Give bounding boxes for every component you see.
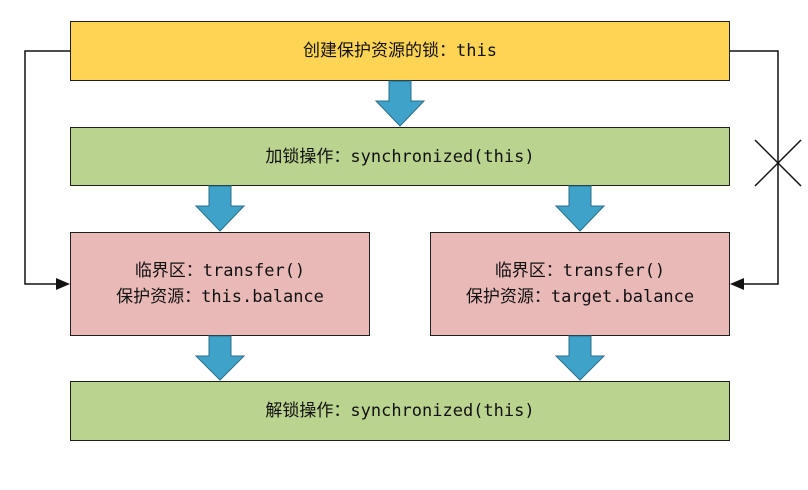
flow-arrow-mid-right-icon — [554, 185, 606, 232]
critical-section-right-resource: 保护资源：target.balance — [465, 287, 695, 307]
critical-section-right-title: 临界区：transfer() — [494, 261, 666, 281]
flow-arrow-bottom-right-icon — [554, 335, 606, 381]
flow-arrow-mid-left-icon — [194, 185, 246, 232]
create-lock-label: 创建保护资源的锁：this — [303, 41, 497, 61]
lock-operation-label: 加锁操作：synchronized(this) — [265, 146, 535, 167]
critical-section-left-resource: 保护资源：this.balance — [116, 287, 324, 307]
create-lock-box: 创建保护资源的锁：this — [70, 21, 730, 81]
critical-section-left-box: 临界区：transfer() 保护资源：this.balance — [70, 232, 370, 336]
flow-arrow-bottom-left-icon — [194, 335, 246, 381]
unlock-operation-box: 解锁操作：synchronized(this) — [70, 381, 730, 441]
flow-arrow-top-icon — [374, 80, 426, 127]
unlock-operation-label: 解锁操作：synchronized(this) — [265, 401, 535, 421]
critical-section-left-title: 临界区：transfer() — [134, 261, 306, 281]
lock-operation-box: 加锁操作：synchronized(this) — [70, 127, 730, 186]
cross-mark-icon — [754, 139, 802, 187]
left-connector-arrow-icon — [24, 50, 70, 290]
critical-section-right-box: 临界区：transfer() 保护资源：target.balance — [430, 232, 730, 336]
right-connector-arrow-icon — [730, 50, 779, 290]
